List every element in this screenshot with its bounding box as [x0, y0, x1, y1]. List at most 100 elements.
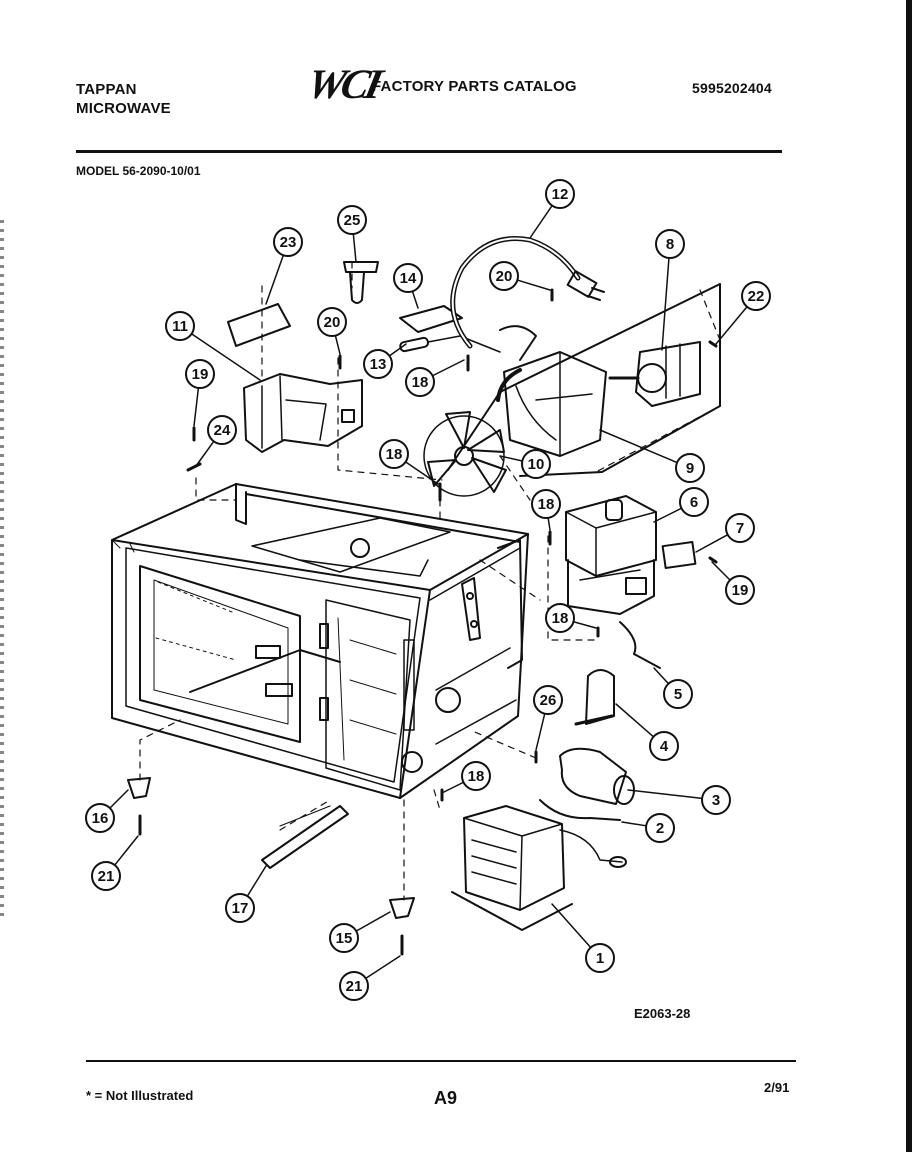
callout-circle — [679, 487, 709, 517]
callout-leader — [516, 279, 551, 291]
callout-number: 16 — [92, 810, 109, 827]
part-1-transformer — [451, 805, 627, 931]
callout-leader — [411, 290, 419, 309]
callout-circle — [85, 803, 115, 833]
callout-circle — [317, 307, 347, 337]
callout-circle — [273, 227, 303, 257]
callout-number: 4 — [660, 738, 669, 755]
callout-leader — [653, 667, 670, 685]
callout-leader — [653, 507, 683, 523]
callout-circle — [165, 311, 195, 341]
callout-circle — [339, 971, 369, 1001]
callout-circle — [725, 513, 755, 543]
callout-number: 9 — [686, 460, 694, 477]
callout-leader — [529, 204, 553, 239]
part-3-capacitor — [559, 747, 635, 805]
callout-circle — [533, 685, 563, 715]
catalog-part-number: 5995202404 — [692, 80, 772, 96]
callout-circle — [655, 229, 685, 259]
part-15-foot — [389, 897, 415, 919]
callout-leader — [572, 620, 597, 629]
callout-circle — [207, 415, 237, 445]
callout-number: 18 — [538, 496, 555, 513]
callout-number: 18 — [468, 768, 485, 785]
callout-number: 6 — [690, 494, 698, 511]
callout-circle — [741, 281, 771, 311]
callout-leader — [551, 903, 592, 949]
callout-circle — [585, 943, 615, 973]
part-17-leader — [279, 805, 331, 827]
callout-circle — [379, 439, 409, 469]
callout-circle — [461, 761, 491, 791]
callout-number: 15 — [336, 930, 353, 947]
part-16-foot — [127, 777, 151, 799]
callout-number: 19 — [192, 366, 209, 383]
callout-circle — [225, 893, 255, 923]
callout-leader — [621, 821, 647, 827]
callout-leader — [190, 333, 261, 381]
callout-circle — [393, 263, 423, 293]
drawing-reference: E2063-28 — [634, 1006, 691, 1021]
product-type: MICROWAVE — [76, 100, 171, 117]
footer-rule — [86, 1060, 796, 1062]
callout-number: 1 — [596, 950, 604, 967]
callout-number: 19 — [732, 582, 749, 599]
brand-block: TAPPAN MICROWAVE — [76, 80, 171, 118]
callout-number: 11 — [172, 318, 188, 335]
brand-name: TAPPAN — [76, 81, 137, 98]
callout-number: 18 — [552, 610, 569, 627]
callout-circle — [363, 349, 393, 379]
page-edge-shadow — [906, 0, 912, 1152]
callout-leader — [615, 703, 655, 738]
callout-leader — [443, 781, 465, 793]
callout-leader — [695, 533, 729, 553]
callout-circle — [521, 449, 551, 479]
callout-number: 21 — [346, 978, 363, 995]
callout-number: 23 — [280, 234, 297, 251]
callout-number: 26 — [540, 692, 557, 709]
leader-lines — [139, 261, 721, 901]
callout-number: 22 — [748, 288, 765, 305]
callout-leader — [355, 911, 391, 932]
component-mounting-bracket — [447, 283, 721, 477]
revision-date: 2/91 — [764, 1080, 790, 1095]
callout-circle — [725, 575, 755, 605]
callout-number: 5 — [674, 686, 682, 703]
page-number: A9 — [434, 1088, 458, 1108]
callout-number: 3 — [712, 792, 720, 809]
callout-leader — [265, 254, 285, 305]
callout-number: 25 — [344, 212, 361, 229]
callout-circle — [531, 489, 561, 519]
callout-number: 18 — [386, 446, 403, 463]
callout-circle — [663, 679, 693, 709]
part-10-fan-blade — [423, 411, 507, 497]
part-5-lead-wire — [619, 621, 661, 669]
callout-leader — [535, 712, 546, 751]
callout-number: 17 — [232, 900, 249, 917]
part-14-thermal-cutout — [399, 305, 463, 333]
callout-leader — [715, 306, 748, 345]
callout-circle — [645, 813, 675, 843]
callout-leader — [352, 233, 357, 263]
part-21-screws — [138, 814, 404, 956]
part-6-magnetron — [565, 495, 657, 615]
callout-circle — [329, 923, 359, 953]
part-7-thermal-cutout — [661, 541, 697, 569]
oven-chassis — [111, 483, 529, 799]
part-23-insulator — [227, 303, 291, 347]
callout-leader — [547, 517, 551, 531]
callout-circle — [545, 603, 575, 633]
catalog-title: FACTORY PARTS CATALOG — [372, 78, 577, 95]
callout-leader — [195, 440, 215, 467]
header-rule — [76, 150, 782, 153]
callout-leader — [711, 561, 731, 581]
callout-circle — [701, 785, 731, 815]
callout-number: 2 — [656, 820, 664, 837]
callout-leader — [627, 789, 703, 800]
callout-number: 8 — [666, 236, 674, 253]
small-screws — [186, 288, 718, 802]
callout-number: 21 — [98, 868, 115, 885]
callout-leader — [388, 343, 407, 357]
callout-leader — [661, 257, 670, 351]
